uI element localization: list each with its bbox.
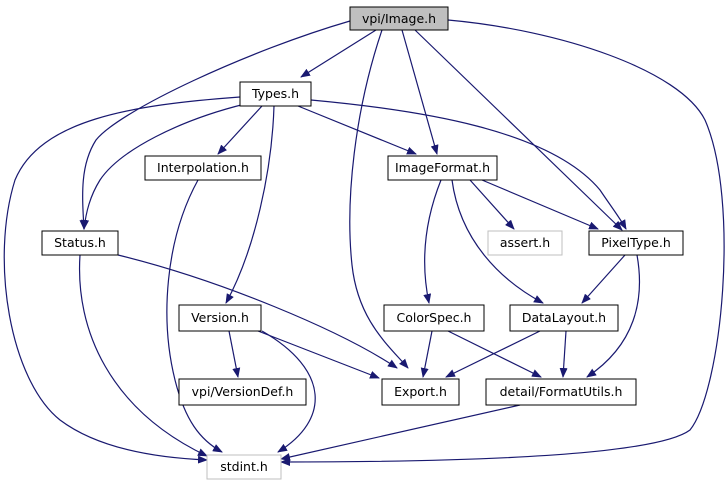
edge-types-to-imageformat [297,105,417,155]
node-label: ColorSpec.h [397,310,472,325]
edge-imageformat-to-colorspec [423,179,442,304]
node-label: Interpolation.h [157,160,249,175]
node-datalayout-h[interactable]: DataLayout.h [509,304,619,332]
edge-types-to-stdint [3,96,241,464]
edge-types-to-status [81,103,246,230]
edges [3,19,725,466]
edge-types-to-version [225,105,275,304]
edge-interpolation-to-stdint [166,179,223,453]
edge-version-to-stdint [261,330,316,453]
node-formatutils-h[interactable]: detail/FormatUtils.h [485,378,637,406]
node-interpolation-h[interactable]: Interpolation.h [144,155,262,181]
node-label: vpi/VersionDef.h [192,384,294,399]
node-label: DataLayout.h [522,310,606,325]
node-label: Export.h [394,384,447,399]
node-assert-h[interactable]: assert.h [487,230,563,256]
node-label: ImageFormat.h [395,160,490,175]
node-label: Version.h [191,310,249,325]
node-label: Types.h [251,86,299,101]
edge-image-to-types [300,29,377,78]
edge-imageformat-to-datalayout [451,179,544,304]
node-imageformat-h[interactable]: ImageFormat.h [387,155,498,181]
node-version-h[interactable]: Version.h [178,304,262,332]
node-colorspec-h[interactable]: ColorSpec.h [383,304,485,332]
node-image-h[interactable]: vpi/Image.h [349,6,449,31]
edge-imageformat-to-pixeltype [481,179,599,230]
edge-types-to-interpolation [217,105,263,155]
node-status-h[interactable]: Status.h [41,230,119,256]
node-stdint-h[interactable]: stdint.h [206,454,282,480]
edge-image-to-pixeltype [414,29,623,231]
edge-version-to-export [257,330,380,379]
node-versiondef-h[interactable]: vpi/VersionDef.h [178,378,307,406]
edge-formatutils-to-stdint [280,404,521,461]
edge-image-to-export [349,29,409,369]
node-export-h[interactable]: Export.h [381,378,460,406]
edge-imageformat-to-assert [469,179,515,230]
edge-image-to-status [79,20,351,230]
node-types-h[interactable]: Types.h [239,81,312,107]
node-label: Status.h [54,235,106,250]
edge-pixeltype-to-formatutils [586,254,641,378]
edge-types-to-pixeltype [310,99,627,230]
edge-status-to-stdint [78,254,208,457]
edge-colorspec-to-export [420,330,433,378]
edge-image-to-imageformat [401,29,439,155]
node-label: vpi/Image.h [362,11,436,26]
edge-colorspec-to-formatutils [447,330,542,378]
node-pixeltype-h[interactable]: PixelType.h [588,230,684,256]
edge-version-to-versiondef [228,330,241,378]
node-label: detail/FormatUtils.h [500,384,623,399]
node-label: PixelType.h [601,235,671,250]
edge-status-to-export [117,254,398,369]
edge-image-to-stdint [280,19,725,466]
edge-pixeltype-to-datalayout [581,254,626,304]
node-label: stdint.h [220,459,268,474]
nodes: vpi/Image.h Types.h Interpolation.h Imag… [41,6,684,480]
node-label: assert.h [500,235,550,250]
edge-datalayout-to-formatutils [559,330,568,378]
edge-datalayout-to-export [445,330,541,378]
